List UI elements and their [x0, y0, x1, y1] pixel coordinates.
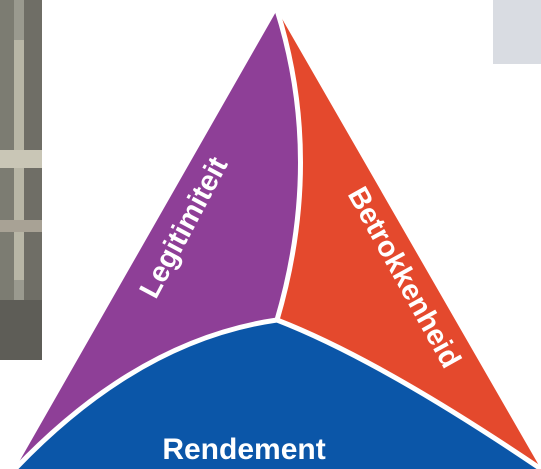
divider-left [274, 9, 303, 321]
background-photo [0, 0, 42, 360]
segment-betrokkenheid [277, 10, 541, 469]
label-rendement: Rendement [162, 433, 325, 466]
divider-bottom-right [276, 317, 541, 469]
segment-legitimiteit [15, 10, 301, 469]
segment-rendement [15, 320, 541, 469]
divider-bottom-left [13, 317, 278, 469]
background-panel [493, 0, 541, 64]
